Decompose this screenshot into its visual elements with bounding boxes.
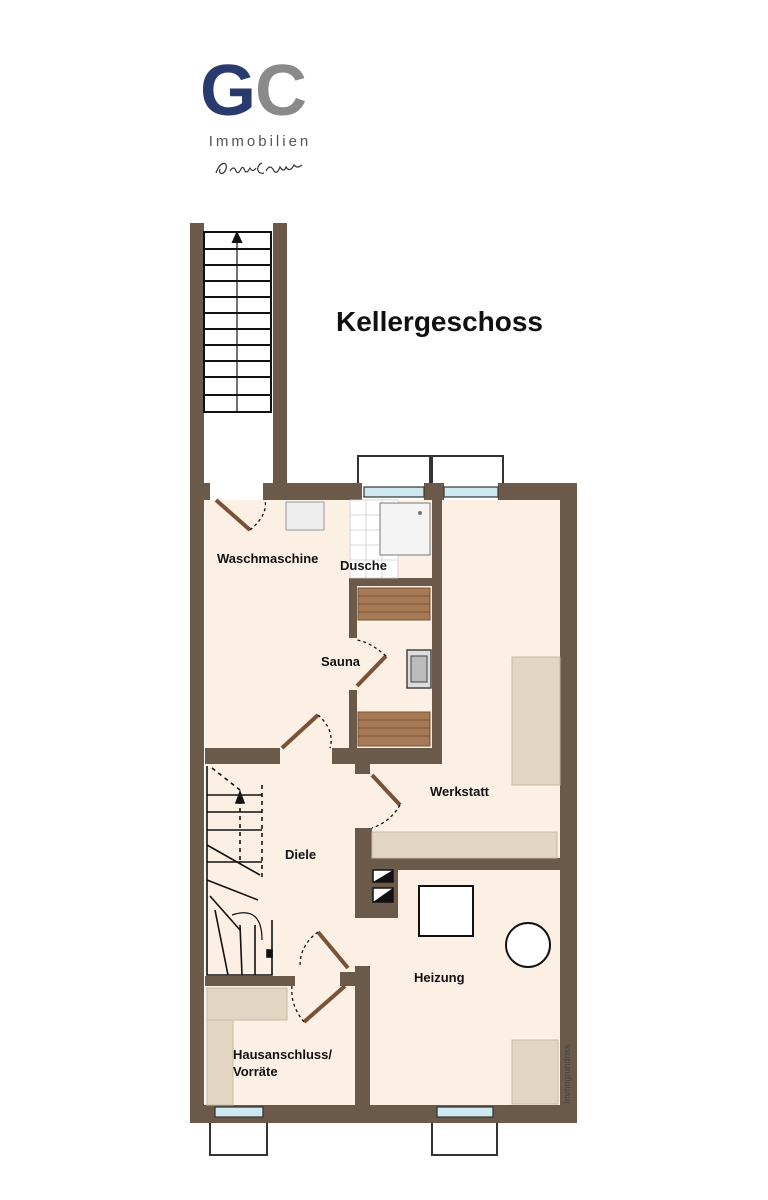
exterior-walls — [190, 223, 577, 1123]
door-swings — [249, 499, 401, 1023]
workbench-right — [511, 656, 561, 786]
interior-stair — [206, 766, 273, 976]
watermark: Immogrundriss — [562, 1044, 572, 1104]
shelf-left — [206, 1019, 234, 1106]
shelf-top — [206, 987, 288, 1021]
chimney-ducts — [372, 869, 394, 903]
sauna-bench-bottom — [357, 711, 431, 747]
workbench-bottom — [371, 831, 558, 859]
room-heizung: Heizung — [414, 970, 465, 985]
doors — [214, 498, 402, 1024]
room-hausanschluss: Hausanschluss/ Vorräte — [233, 1046, 332, 1080]
room-sauna: Sauna — [321, 654, 361, 669]
interior-walls — [205, 500, 565, 1106]
heating-unit — [418, 885, 474, 937]
window-wells — [209, 455, 504, 1156]
exterior-stair — [203, 230, 272, 413]
room-werkstatt: Werkstatt — [430, 784, 490, 799]
oil-tank — [505, 922, 551, 968]
windows — [214, 486, 499, 1118]
room-dusche: Dusche — [340, 558, 387, 573]
company-logo: G C — [200, 55, 307, 125]
sauna-bench-top — [357, 587, 431, 621]
washing-machine — [285, 501, 325, 531]
logo-letter-c: C — [255, 55, 307, 125]
page-title: Kellergeschoss — [336, 306, 543, 337]
brand-name: Immobilien — [208, 133, 312, 150]
room-hausanschluss-line2: Vorräte — [233, 1064, 278, 1079]
shower-tray — [379, 502, 431, 556]
room-hausanschluss-line1: Hausanschluss/ — [233, 1047, 332, 1062]
room-diele: Diele — [285, 847, 317, 862]
signature-image — [215, 162, 303, 175]
wood-shelf-heizung — [511, 1039, 559, 1105]
shower-drain — [418, 511, 422, 515]
room-waschmaschine: Waschmaschine — [217, 551, 319, 566]
